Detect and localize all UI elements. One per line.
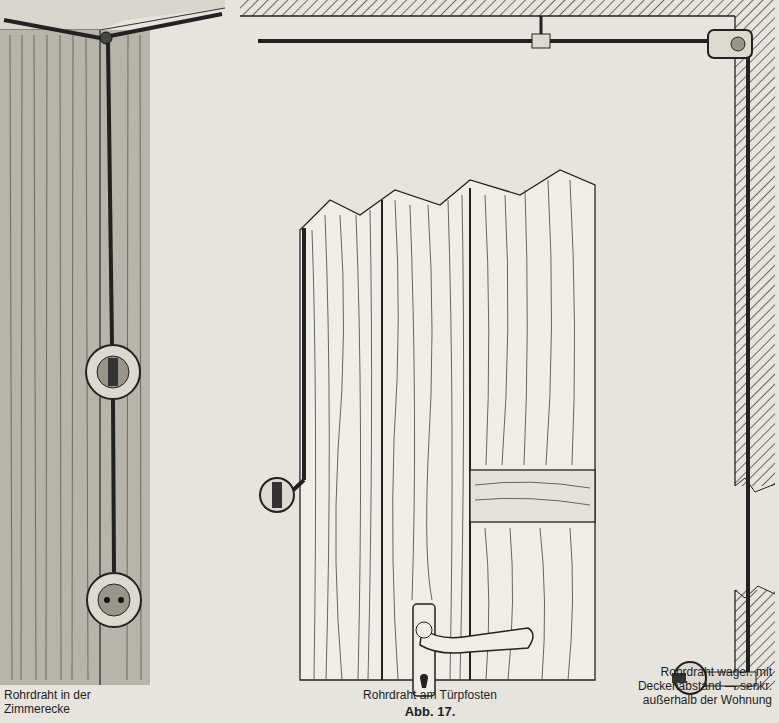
figure-caption: Abb. 17. xyxy=(330,705,530,719)
ceiling-and-wall xyxy=(240,0,775,694)
room-corner xyxy=(0,0,225,685)
door-post xyxy=(260,170,595,696)
figure-label: Rohrdraht wager. mit Deckenabstand — sen… xyxy=(600,665,772,707)
figure-label: Rohrdraht in der Zimmerecke xyxy=(4,688,154,716)
figure-label: Rohrdraht am Türpfosten xyxy=(290,688,570,702)
